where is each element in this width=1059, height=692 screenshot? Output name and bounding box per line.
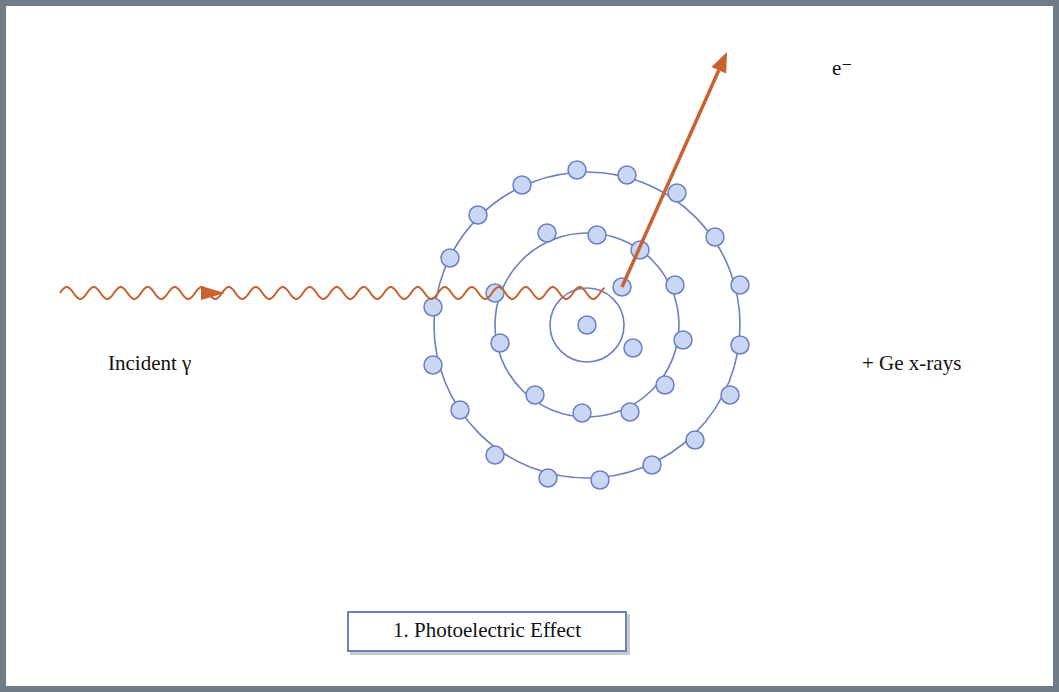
electron-dot	[668, 184, 686, 202]
electron-dot	[451, 401, 469, 419]
electron-dot	[731, 276, 749, 294]
electron-dot	[526, 386, 544, 404]
caption-box: 1. Photoelectric Effect	[347, 611, 627, 652]
electron-dot	[573, 404, 591, 422]
photon-label: Incident γ	[108, 351, 191, 376]
incident-photon-wave	[60, 287, 605, 299]
electron-label: e⁻	[832, 56, 852, 81]
electron-dot	[706, 228, 724, 246]
electron-dot	[721, 386, 739, 404]
electron-dot	[666, 276, 684, 294]
photon-arrowhead	[201, 286, 225, 300]
electron-dot	[618, 166, 636, 184]
electron-shell	[550, 288, 624, 362]
electron-dot	[538, 224, 556, 242]
electron-shell	[434, 172, 740, 478]
electron-shells	[434, 172, 740, 478]
electron-dot	[539, 469, 557, 487]
electron-dot	[656, 376, 674, 394]
electron-dot	[424, 298, 442, 316]
electron-dot	[469, 206, 487, 224]
electron-dot	[588, 226, 606, 244]
electron-dot	[486, 284, 504, 302]
electron-dot	[424, 356, 442, 374]
electron-shell	[495, 233, 679, 417]
xray-label: + Ge x-rays	[862, 351, 961, 376]
electron-dot	[578, 316, 596, 334]
ejected-electron-arrow	[622, 70, 719, 287]
electron-dot	[441, 249, 459, 267]
electron-dot	[486, 446, 504, 464]
electrons	[424, 161, 749, 489]
electron-dot	[674, 331, 692, 349]
electron-dot	[624, 339, 642, 357]
electron-dot	[568, 161, 586, 179]
electron-dot	[491, 334, 509, 352]
electron-dot	[731, 336, 749, 354]
electron-dot	[621, 403, 639, 421]
caption-text: 1. Photoelectric Effect	[393, 618, 581, 643]
electron-dot	[643, 456, 661, 474]
electron-dot	[513, 176, 531, 194]
electron-dot	[591, 471, 609, 489]
electron-arrowhead	[712, 52, 728, 74]
electron-dot	[686, 431, 704, 449]
